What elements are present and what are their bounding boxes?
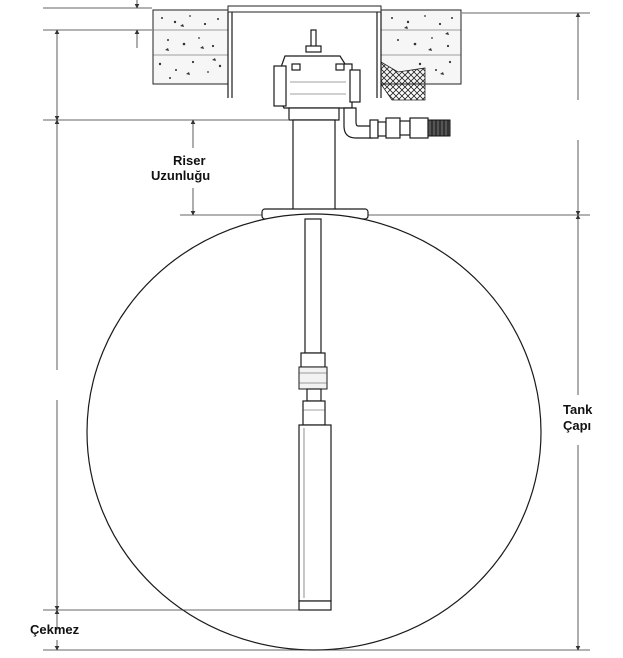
aggregate-speckles-left [158,15,222,79]
riser-label-line2: Uzunluğu [151,168,210,183]
aggregate-speckles-right [391,15,453,75]
submersible-pump [298,218,332,611]
tank-label-line1: Tank [563,402,593,417]
pump-head [273,29,361,121]
manhole-lid [227,5,382,13]
discharge-fittings [343,107,451,139]
dimension-lines [43,0,590,651]
cekmez-label: Çekmez [30,622,80,637]
riser-label-line1: Riser [173,153,206,168]
tank-label-line2: Çapı [563,418,591,433]
riser-pipe [292,119,336,211]
concrete-slab [152,5,462,101]
